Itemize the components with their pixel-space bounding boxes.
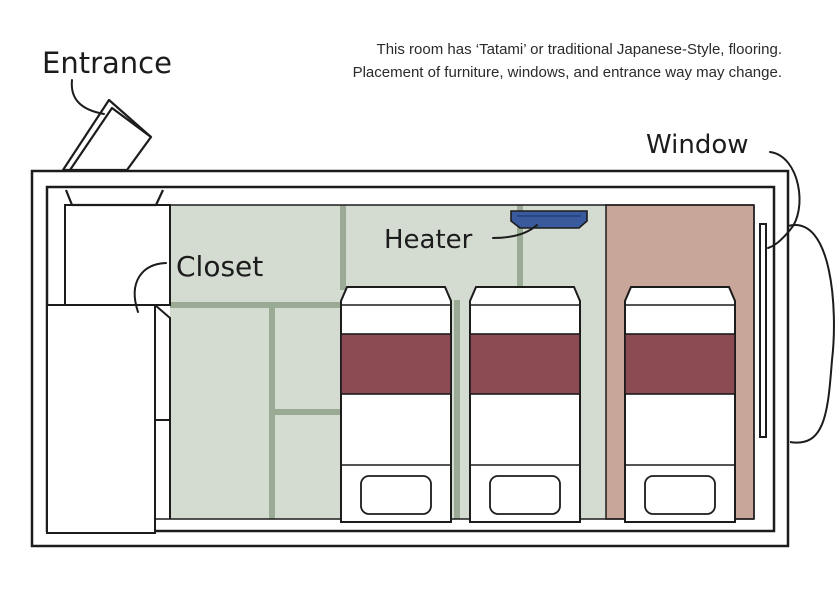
bed-2	[469, 286, 581, 523]
bed-footboard-panel	[644, 475, 716, 515]
tatami-seams	[170, 205, 523, 519]
heater-label: Heater	[384, 225, 473, 255]
bed-blanket	[340, 333, 452, 395]
window-leader	[767, 151, 801, 249]
bed-blanket	[469, 333, 581, 395]
entrance-door	[61, 98, 164, 207]
entrance-leader	[70, 79, 105, 115]
heater	[510, 210, 588, 229]
closet	[46, 204, 171, 534]
bed-blanket	[624, 333, 736, 395]
bed-3	[624, 286, 736, 523]
entrance-label: Entrance	[42, 46, 172, 80]
heater-leader	[492, 224, 538, 239]
callout-lines	[70, 79, 801, 313]
window-label: Window	[646, 130, 749, 160]
room-note: This room has ‘Tatami’ or traditional Ja…	[262, 38, 782, 84]
room-note-line-2: Placement of furniture, windows, and ent…	[352, 64, 782, 81]
bed-1	[340, 286, 452, 523]
beds	[340, 286, 736, 523]
bed-footboard-panel	[360, 475, 432, 515]
room-note-line-1: This room has ‘Tatami’ or traditional Ja…	[376, 41, 782, 58]
window	[759, 223, 835, 444]
bed-footboard-panel	[489, 475, 561, 515]
closet-label: Closet	[176, 250, 263, 283]
closet-leader	[133, 262, 167, 313]
